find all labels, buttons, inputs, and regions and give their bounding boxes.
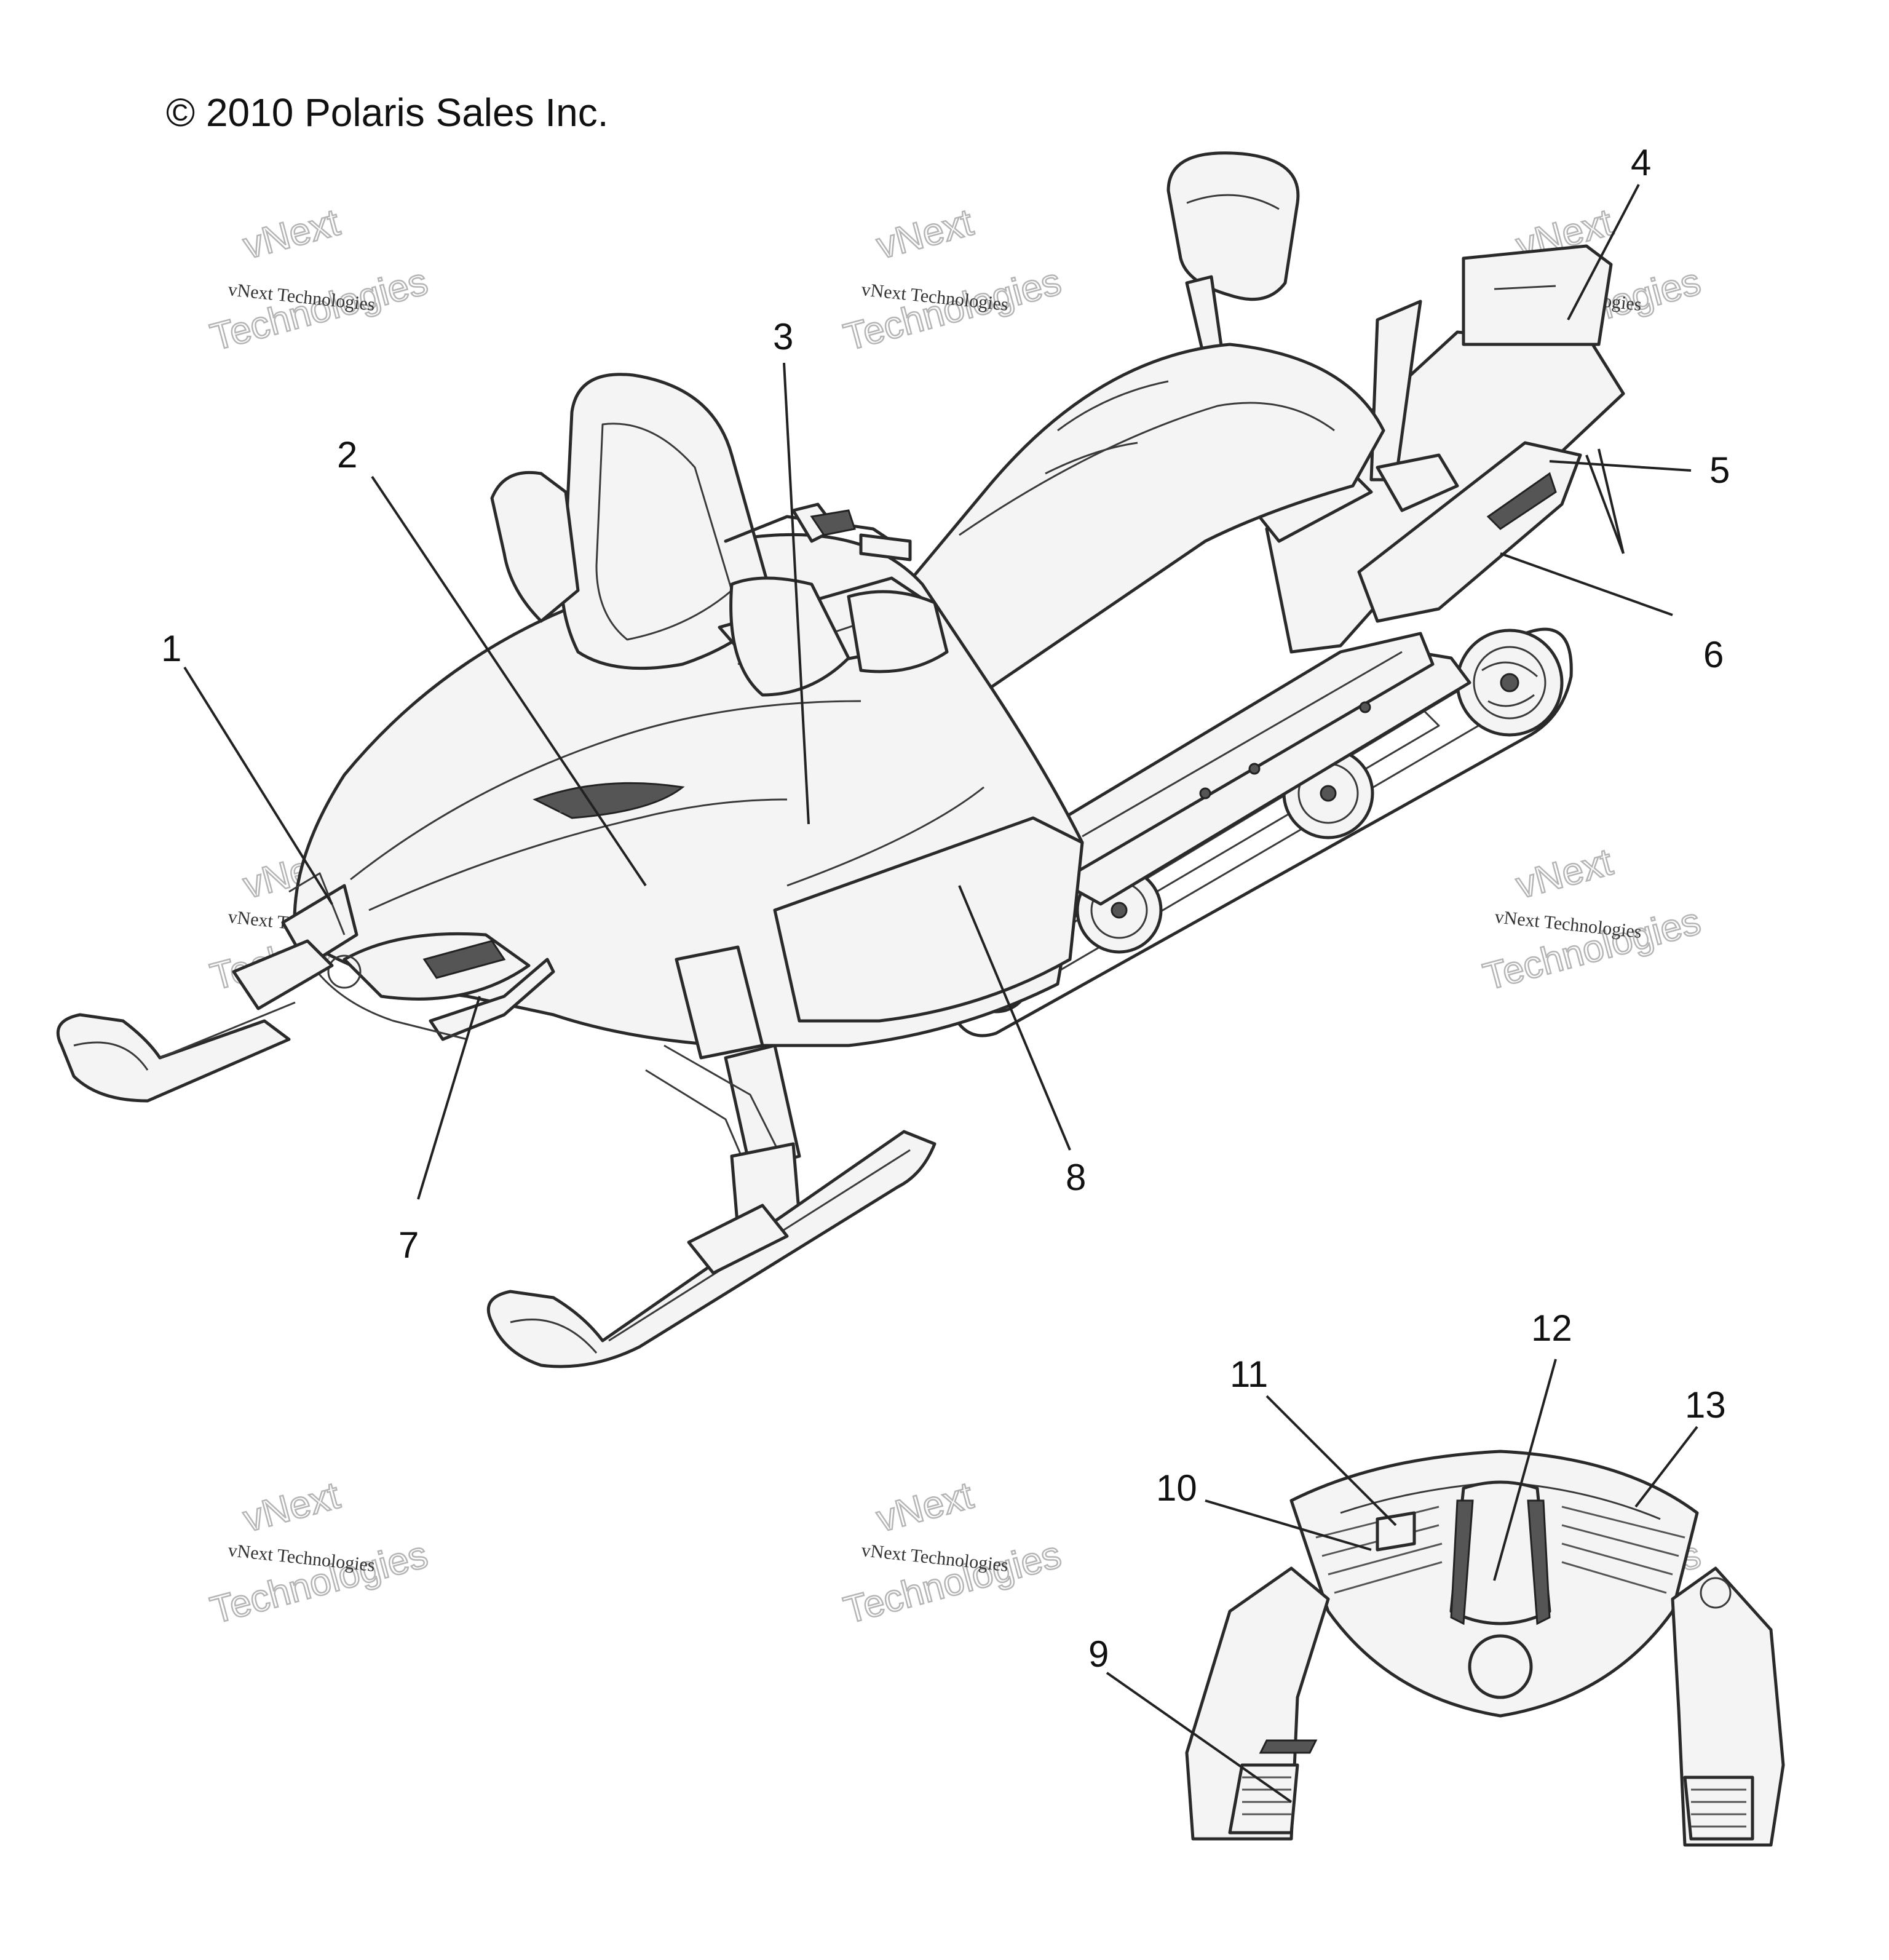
callout-11: 11	[1230, 1354, 1268, 1395]
watermark-top-center: vNext Technologies	[839, 200, 1066, 360]
callout-5: 5	[1709, 450, 1730, 491]
copyright-text: © 2010 Polaris Sales Inc.	[166, 90, 609, 135]
callout-6: 6	[1703, 634, 1724, 675]
instrument-console	[729, 576, 949, 697]
front-view-inset	[1185, 1450, 1785, 1847]
ski-left	[56, 939, 334, 1103]
callout-12: 12	[1531, 1307, 1572, 1349]
idler-wheel-3	[1455, 629, 1564, 737]
callout-7: 7	[398, 1224, 419, 1266]
svg-text:vNext: vNext	[873, 201, 978, 268]
watermark-top-left: vNext Technologies	[205, 200, 433, 360]
handlebar	[724, 502, 912, 561]
svg-text:Technologies: Technologies	[206, 260, 432, 359]
snowmobile-illustration	[56, 151, 1625, 1368]
callout-4: 4	[1631, 142, 1651, 183]
svg-text:vNext: vNext	[239, 1474, 344, 1541]
svg-text:vNext: vNext	[873, 1474, 978, 1541]
svg-text:vNext: vNext	[239, 201, 344, 268]
watermark-bottom-left: vNext Technologies	[205, 1474, 433, 1633]
ski-right	[486, 1130, 937, 1368]
callout-8: 8	[1066, 1157, 1086, 1198]
callout-10: 10	[1156, 1467, 1197, 1509]
callout-3: 3	[773, 316, 793, 357]
leader-lines	[183, 184, 1698, 1803]
callout-9: 9	[1088, 1633, 1109, 1675]
watermark-bottom-center: vNext Technologies	[839, 1474, 1066, 1633]
callout-1: 1	[161, 628, 181, 669]
callout-13: 13	[1685, 1384, 1726, 1426]
svg-text:Technologies: Technologies	[839, 260, 1065, 359]
svg-text:vNext: vNext	[1512, 841, 1617, 907]
callout-2: 2	[337, 434, 357, 475]
